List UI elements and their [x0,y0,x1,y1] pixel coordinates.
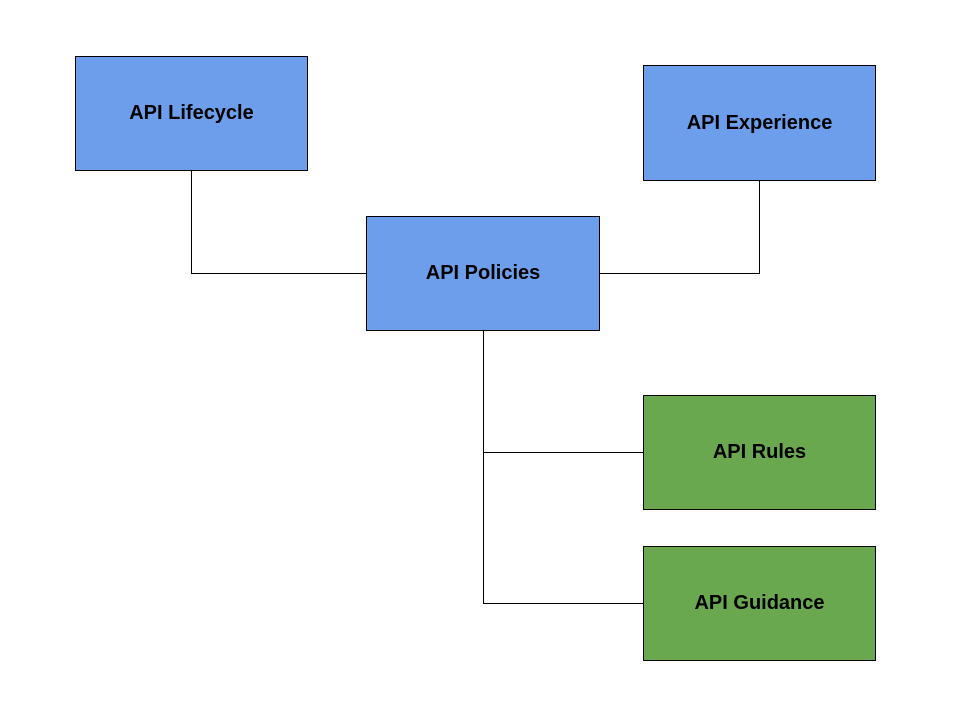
node-label: API Guidance [694,592,825,614]
node-api-rules: API Rules [643,395,876,510]
node-api-policies: API Policies [366,216,600,331]
node-label: API Experience [686,111,833,134]
node-label: API Policies [425,262,541,284]
connector-policies-guidance [483,331,643,604]
node-label: API Rules [712,441,807,463]
node-api-lifecycle: API Lifecycle [75,56,308,171]
node-label: API Lifecycle [129,102,254,124]
connector-experience-policies [600,181,760,274]
node-api-experience: API Experience [643,65,876,181]
node-api-guidance: API Guidance [643,546,876,661]
connector-lifecycle-policies [191,171,366,274]
